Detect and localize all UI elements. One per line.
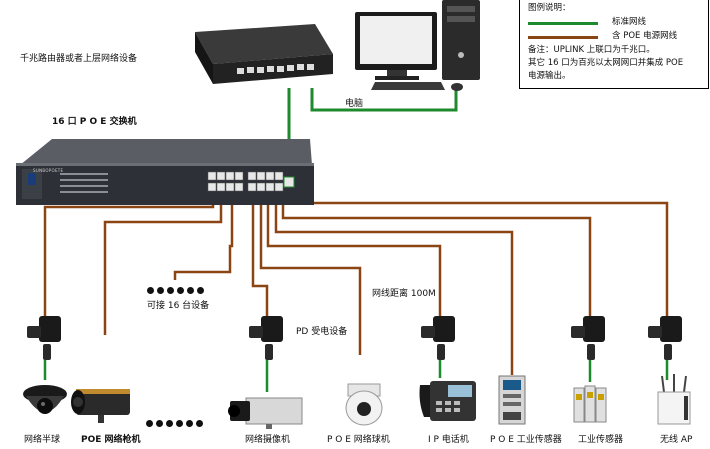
industrial-sensor-icon	[572, 382, 608, 426]
dome-camera-icon	[22, 382, 68, 426]
router-device	[185, 22, 335, 88]
legend-box: 图例说明： 标准网线 含 POE 电源网线 备注：UPLINK 上联口为千兆口。…	[519, 0, 709, 89]
device-label-poe-sensor: P O E 工业传感器	[490, 435, 562, 445]
poe-line-4	[251, 190, 269, 318]
device-label-speed-dome: P O E 网络球机	[327, 435, 390, 445]
power-adapter-icon	[648, 316, 686, 362]
poe-line-5	[259, 190, 362, 355]
legend-note-2: 其它 16 口为百兆以太网网口并集成 POE	[528, 58, 684, 68]
device-label-ip-phone: I P 电话机	[428, 435, 469, 445]
poe-line-9	[288, 190, 669, 318]
device-label-box: 网络摄像机	[245, 435, 291, 445]
ellipsis-dots-top	[147, 287, 204, 294]
poe-line-7	[274, 190, 514, 375]
switch-brand: SUNBOPOETE	[33, 168, 64, 173]
router-label: 千兆路由器或者上层网络设备	[20, 54, 138, 64]
router-to-pc-line	[310, 88, 458, 112]
poe-line-3	[173, 190, 234, 280]
box-camera-icon	[226, 392, 304, 430]
device-label-ap: 无线 AP	[660, 435, 693, 445]
computer-device	[345, 0, 485, 95]
power-adapter-icon	[249, 316, 287, 362]
legend-standard-label: 标准网线	[612, 17, 647, 27]
device-label-dome: 网络半球	[24, 435, 61, 445]
legend-poe-label: 含 POE 电源网线	[612, 31, 678, 41]
poe-line-8	[281, 190, 592, 318]
computer-label: 电脑	[345, 99, 364, 109]
legend-note-1: 备注：UPLINK 上联口为千兆口。	[528, 45, 655, 55]
poe-line-2	[103, 190, 223, 335]
legend-standard-swatch	[528, 22, 598, 25]
legend-title: 图例说明：	[528, 3, 571, 13]
switch-label: 16 口 P O E 交换机	[52, 117, 137, 127]
speed-dome-icon	[342, 382, 386, 428]
ip-phone-icon	[418, 377, 480, 423]
poe-industrial-sensor-icon	[497, 374, 527, 426]
distance-label: 网线距离 100M	[372, 289, 436, 299]
device-label-sensor: 工业传感器	[578, 435, 624, 445]
legend-poe-swatch	[528, 36, 598, 39]
device-label-bullet: POE 网络枪机	[81, 435, 141, 445]
connect16-label: 可接 16 台设备	[147, 301, 210, 311]
power-adapter-icon	[27, 316, 65, 362]
wireless-ap-icon	[654, 374, 694, 428]
poe-switch	[12, 137, 317, 209]
power-adapter-icon	[421, 316, 459, 362]
poe-line-1	[43, 190, 215, 318]
power-adapter-icon	[571, 316, 609, 362]
ellipsis-dots-bottom	[146, 420, 203, 427]
pd-label: PD 受电设备	[296, 327, 348, 337]
poe-line-6	[266, 190, 442, 318]
legend-note-3: 电源输出。	[528, 71, 571, 81]
bullet-camera-icon	[70, 385, 132, 425]
